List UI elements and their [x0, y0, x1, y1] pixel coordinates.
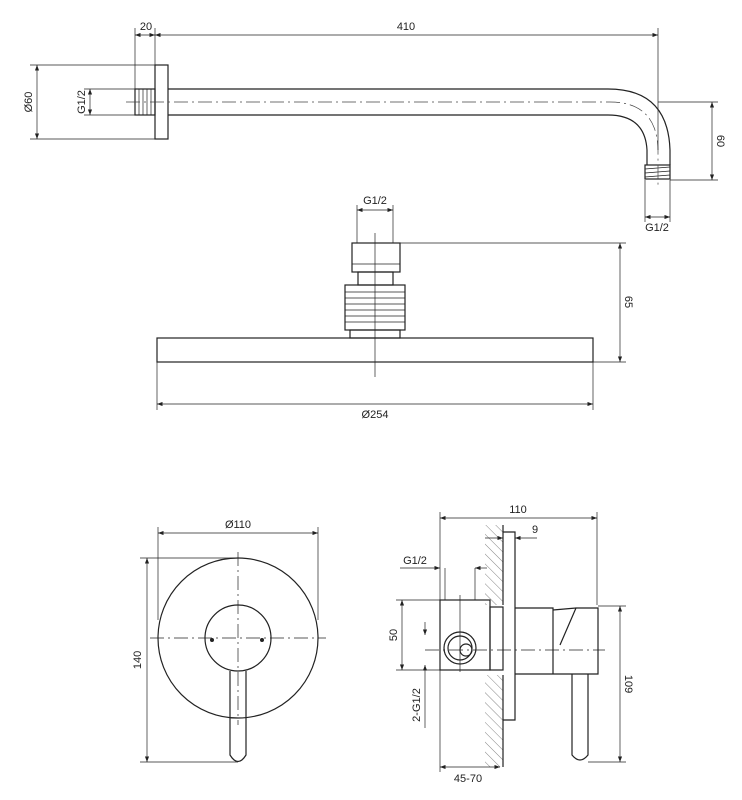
shower-head: G1/2 65 Ø254 — [156, 195, 634, 421]
dim-plate: 9 — [532, 524, 538, 536]
dim-escutcheon-dia: Ø110 — [225, 519, 251, 531]
dim-drop: 60 — [714, 135, 726, 147]
dim-head-height: 65 — [622, 296, 634, 308]
dim-flange: 20 — [140, 21, 152, 33]
dim-thread-in: G1/2 — [76, 90, 88, 114]
mixer-front-view: Ø110 140 — [132, 519, 326, 763]
dim-flange-dia: Ø60 — [23, 92, 35, 113]
dim-length: 410 — [397, 21, 415, 33]
dim-head-dia: Ø254 — [362, 409, 389, 421]
dim-top-thread: G1/2 — [403, 555, 427, 567]
dim-thread-out: G1/2 — [645, 222, 669, 234]
dim-install-depth: 45-70 — [454, 773, 482, 785]
dim-front-height: 140 — [132, 651, 144, 669]
dim-head-thread: G1/2 — [363, 195, 387, 207]
shower-arm: 20 410 Ø60 G1/2 60 G1/2 — [23, 21, 726, 234]
dim-depth: 110 — [509, 504, 527, 516]
dim-inlets: 2-G1/2 — [411, 688, 423, 722]
dim-inlet-spacing: 50 — [388, 629, 400, 641]
dim-total-height: 109 — [622, 675, 634, 693]
mixer-side-view: 110 9 G1/2 50 2-G1/2 109 45-70 — [388, 504, 634, 785]
